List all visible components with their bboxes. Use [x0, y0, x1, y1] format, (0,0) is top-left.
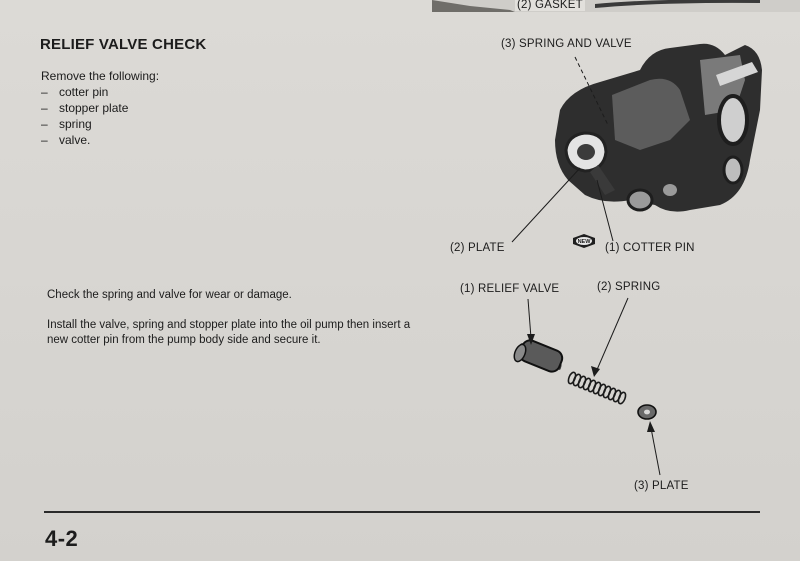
- arrow-plate: [647, 421, 655, 432]
- plate-callout-top: (2) PLATE: [450, 242, 505, 254]
- leader-plate-bottom: [650, 427, 661, 476]
- removal-item-stopper-plate: stopper plate: [41, 100, 159, 116]
- removal-item-valve: valve.: [41, 132, 159, 148]
- removal-instructions: Remove the following: cotter pin stopper…: [41, 68, 159, 148]
- removal-item-spring: spring: [41, 116, 159, 132]
- cotter-pin-callout: (1) COTTER PIN: [605, 242, 695, 254]
- leader-spring-and-valve: [574, 56, 609, 126]
- leader-relief-valve: [527, 298, 532, 339]
- spring-callout: (2) SPRING: [597, 281, 661, 293]
- plate-callout-bottom: (3) PLATE: [634, 480, 689, 492]
- removal-item-cotter-pin: cotter pin: [41, 84, 159, 100]
- leader-cotter-pin: [596, 179, 614, 242]
- install-instruction: Install the valve, spring and stopper pl…: [47, 319, 411, 346]
- previous-figure-fragment: [432, 0, 515, 12]
- footer-rule: [44, 511, 760, 513]
- previous-figure-line: [595, 0, 760, 8]
- leader-spring: [595, 297, 629, 373]
- relief-valve-callout: (1) RELIEF VALVE: [460, 283, 560, 295]
- removal-list: cotter pin stopper plate spring valve.: [41, 84, 159, 148]
- oil-pump-illustration: [555, 43, 762, 212]
- section-title: RELIEF VALVE CHECK: [40, 36, 207, 53]
- new-part-icon: NEW: [573, 234, 595, 248]
- leader-plate-top: [511, 167, 581, 243]
- removal-intro: Remove the following:: [41, 69, 160, 83]
- spring-part: [567, 371, 627, 405]
- arrow-relief-valve: [527, 334, 535, 345]
- check-instruction: Check the spring and valve for wear or d…: [47, 289, 292, 301]
- arrow-spring: [591, 366, 600, 377]
- new-badge-label: NEW: [578, 239, 592, 245]
- page-number: 4-2: [45, 526, 79, 551]
- plate-part: [637, 404, 657, 420]
- spring-and-valve-callout: (3) SPRING AND VALVE: [501, 38, 632, 50]
- relief-valve-part: [513, 339, 564, 373]
- gasket-callout: (2) GASKET: [515, 0, 585, 11]
